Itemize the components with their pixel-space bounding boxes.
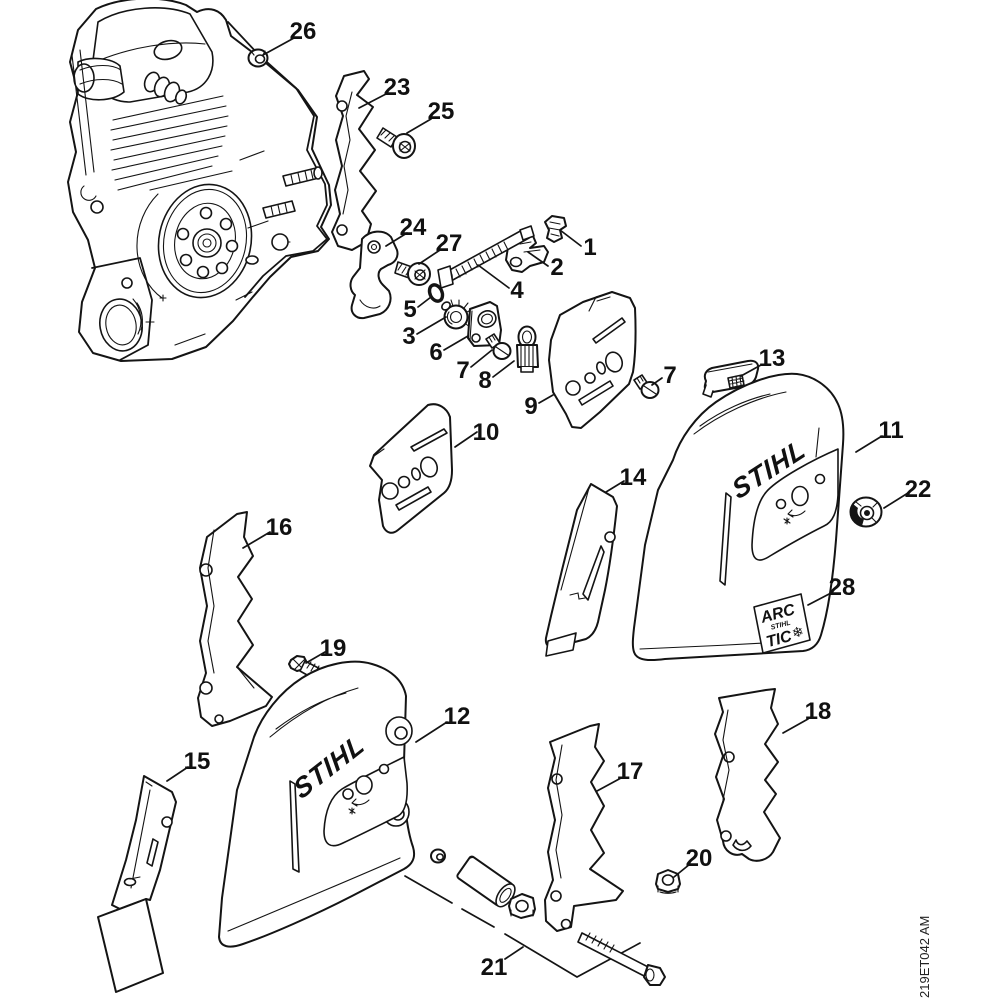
callout-5: 5 — [403, 296, 416, 323]
callout-24: 24 — [400, 214, 427, 241]
part-14-guide-plate — [544, 483, 618, 657]
callout-26: 26 — [290, 18, 317, 45]
callout-6: 6 — [429, 339, 442, 366]
callout-18: 18 — [805, 698, 832, 725]
part-28-arctic-label: ARC STIHL TIC ❄ — [753, 593, 811, 654]
part-8-bracket — [516, 325, 539, 373]
callout-13: 13 — [759, 345, 786, 372]
part-9-side-plate — [548, 291, 637, 429]
callout-7b: 7 — [663, 362, 676, 389]
callout-19: 19 — [320, 635, 347, 662]
callout-17: 17 — [617, 758, 644, 785]
part-7-screw-left — [485, 333, 512, 360]
callout-3: 3 — [402, 323, 415, 350]
callout-20: 20 — [686, 845, 713, 872]
part-4-tensioner-screw — [437, 225, 535, 289]
part-17-spike — [544, 723, 624, 932]
arctic-label-bottom: TIC — [764, 628, 794, 651]
kit-bolt — [577, 932, 666, 986]
part-26-nut — [247, 48, 269, 68]
callout-12: 12 — [444, 703, 471, 730]
part-20-nut — [655, 869, 681, 894]
part-5-o-ring — [427, 283, 445, 303]
callout-4: 4 — [510, 277, 524, 304]
callout-28: 28 — [829, 574, 856, 601]
callout-9: 9 — [524, 393, 537, 420]
callout-22: 22 — [905, 476, 932, 503]
snowflake-icon: ❄ — [790, 623, 805, 641]
callout-7a: 7 — [456, 357, 469, 384]
callout-2: 2 — [550, 254, 563, 281]
part-10-side-plate — [369, 403, 453, 534]
callout-21: 21 — [481, 954, 508, 981]
callout-numbers: 1 2 3 4 5 6 7 8 9 10 7 13 11 22 14 28 16… — [184, 18, 932, 981]
callout-15: 15 — [184, 748, 211, 775]
leader-lines — [166, 37, 909, 960]
part-15-deflector — [97, 775, 177, 993]
part-21-fastener-kit — [404, 848, 666, 986]
part-16-bumper-spike — [197, 511, 273, 727]
callout-25: 25 — [428, 98, 455, 125]
part-24-chain-catcher — [349, 230, 399, 320]
part-22-nut — [849, 496, 883, 528]
spacer-sleeve — [456, 855, 516, 908]
callout-10: 10 — [473, 419, 500, 446]
part-27-screw — [394, 261, 431, 286]
arctic-label-brand: STIHL — [770, 620, 791, 632]
part-23-bumper-spike — [331, 70, 377, 251]
part-12-sprocket-cover: STIHL — [218, 660, 416, 948]
part-25-screw — [376, 127, 416, 159]
part-1-clip — [544, 215, 567, 243]
callout-11: 11 — [878, 417, 903, 444]
callout-14: 14 — [620, 464, 647, 491]
callout-16: 16 — [266, 514, 293, 541]
part-11-sprocket-cover: STIHL — [631, 372, 845, 662]
drawing-number: 219ET042 AM — [917, 916, 932, 998]
callout-8: 8 — [478, 367, 491, 394]
callout-23: 23 — [384, 74, 411, 101]
callout-1: 1 — [583, 234, 596, 261]
part-3-worm-gear — [441, 299, 475, 330]
engine-assembly — [67, 0, 332, 362]
part-7-screw-right — [633, 374, 660, 399]
part-18-spike — [714, 688, 781, 862]
callout-27: 27 — [436, 230, 463, 257]
part-13-cover-strip — [702, 359, 760, 398]
